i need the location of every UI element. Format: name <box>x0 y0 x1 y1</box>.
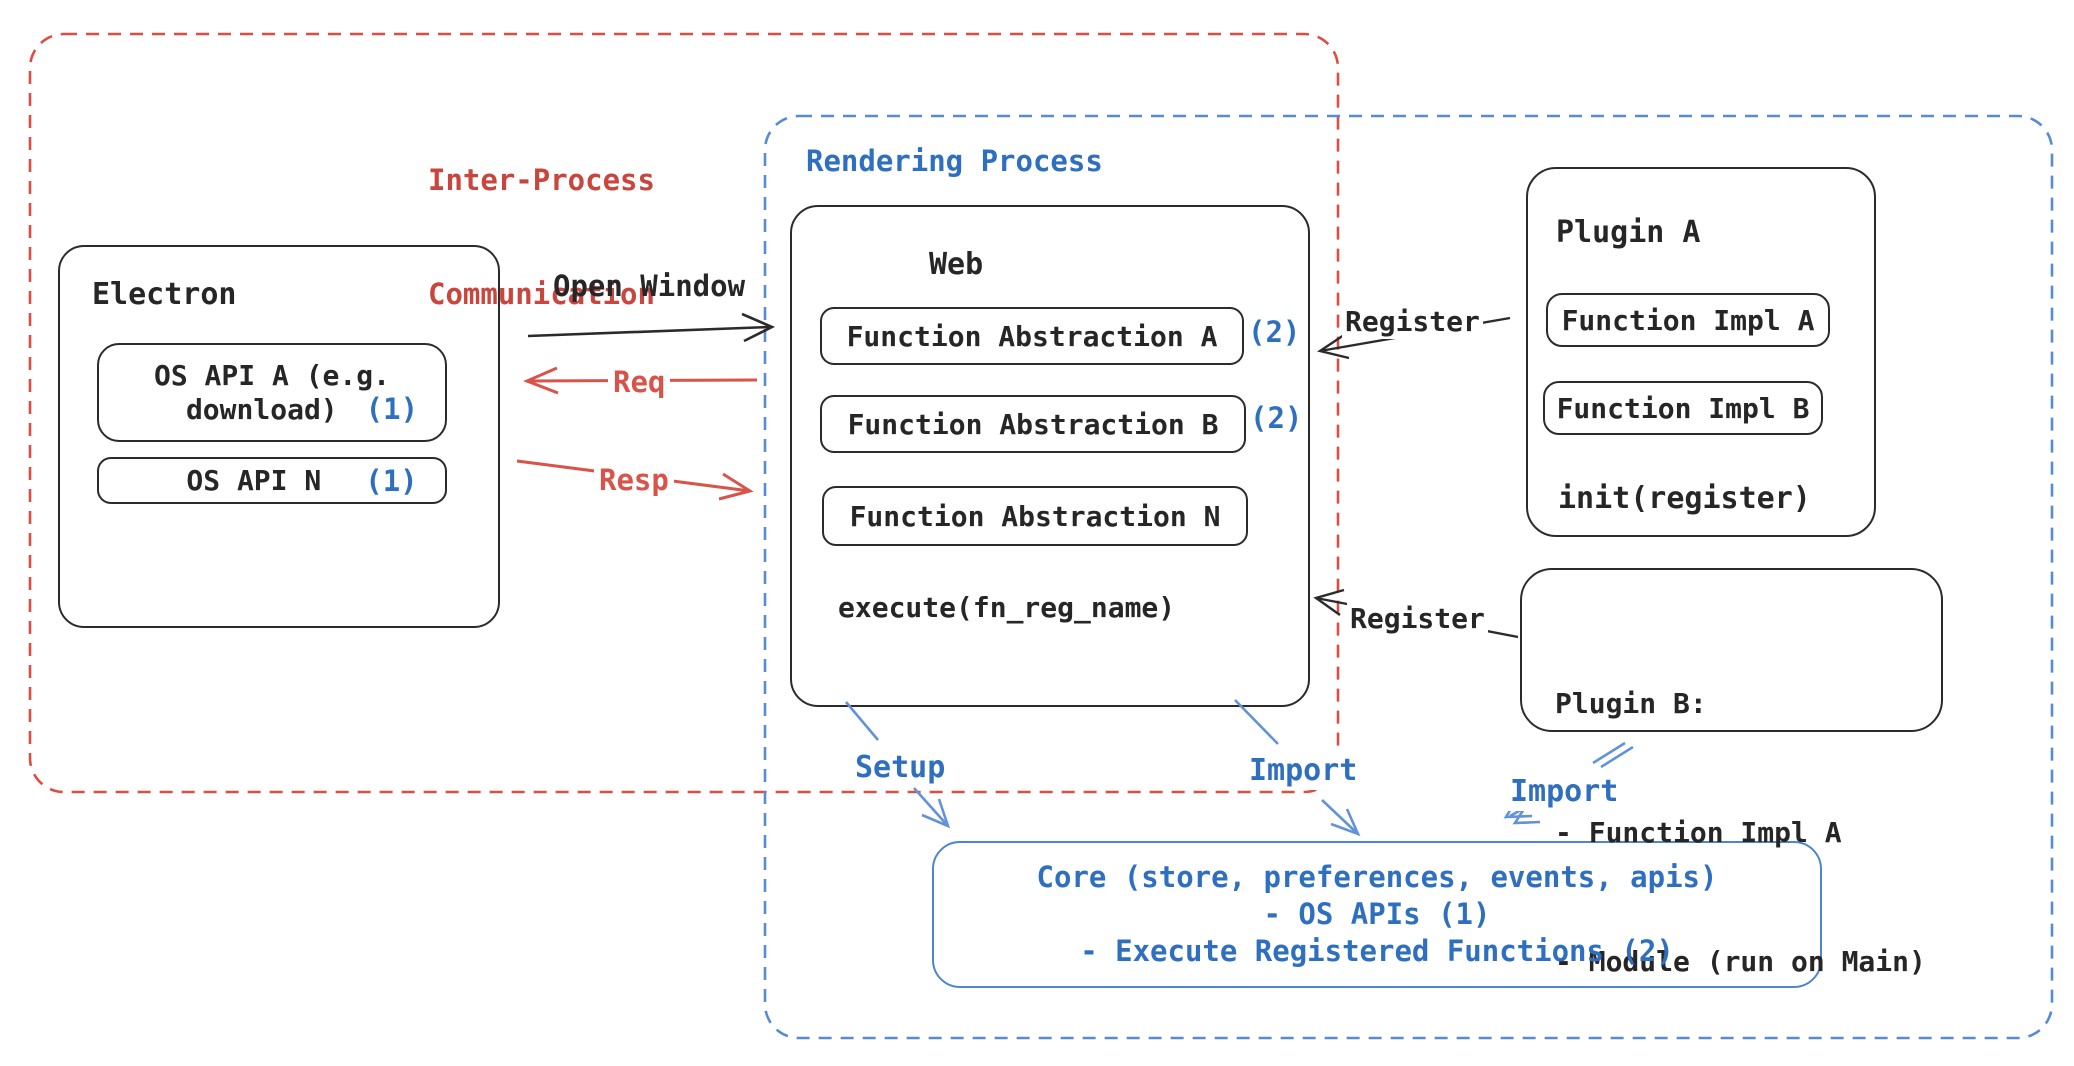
os-api-a-line2: download) <box>185 392 338 426</box>
core-line1: Core (store, preferences, events, apis) <box>1036 860 1718 894</box>
import-plugin-b-label: Import <box>1506 773 1623 811</box>
ipc-region-title-line1: Inter-Process <box>428 163 655 197</box>
os-api-n-number: (1) <box>365 463 418 498</box>
open-window-label: Open Window <box>553 269 746 303</box>
os-api-a-line2-row: download) (1) <box>126 392 418 426</box>
execute-label: execute(fn_reg_name) <box>838 591 1176 624</box>
req-label: Req <box>608 364 671 401</box>
core-text: Core (store, preferences, events, apis) … <box>932 841 1822 988</box>
function-abstraction-n-box: Function Abstraction N <box>822 486 1248 546</box>
electron-title: Electron <box>92 277 237 312</box>
plugin-a-impl-a-box: Function Impl A <box>1546 293 1830 347</box>
setup-label: Setup <box>851 749 950 787</box>
function-abstraction-b-number: (2) <box>1250 401 1303 435</box>
function-abstraction-a-number: (2) <box>1248 315 1301 349</box>
core-line2: - OS APIs (1) <box>1263 897 1491 931</box>
import-web-label: Import <box>1245 752 1362 790</box>
web-title: Web <box>929 247 984 282</box>
os-api-a-number: (1) <box>365 392 419 426</box>
core-line3: - Execute Registered Functions (2) <box>1080 934 1674 968</box>
function-abstraction-b-box: Function Abstraction B <box>820 395 1246 453</box>
rendering-region-title: Rendering Process <box>806 144 1103 178</box>
resp-label: Resp <box>594 462 674 499</box>
function-abstraction-a-box: Function Abstraction A <box>820 307 1244 365</box>
os-api-a-line1: OS API A (e.g. <box>153 359 390 392</box>
plugin-a-init-label: init(register) <box>1558 481 1811 516</box>
ipc-region-title: Inter-Process Communication <box>428 85 655 389</box>
plugin-b-title: Plugin B: <box>1555 687 1707 720</box>
register-plugin-b-label: Register <box>1347 601 1488 636</box>
web-box <box>790 205 1310 707</box>
os-api-n-label: OS API N <box>186 464 322 497</box>
os-api-n-box: OS API N (1) <box>97 457 447 504</box>
os-api-a-box: OS API A (e.g. download) (1) <box>97 343 447 442</box>
plugin-b-text: Plugin B: - Function Impl A - Module (ru… <box>1555 596 1926 1066</box>
register-plugin-a-label: Register <box>1342 304 1483 339</box>
plugin-a-impl-b-box: Function Impl B <box>1543 381 1823 435</box>
plugin-a-title: Plugin A <box>1556 215 1701 250</box>
